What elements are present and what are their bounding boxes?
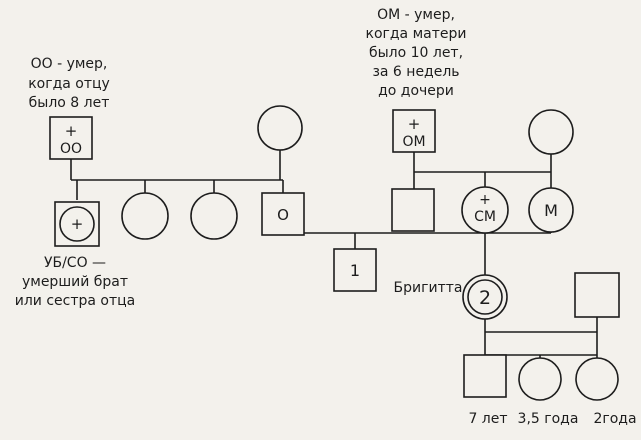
svg-text:умерший брат: умерший брат (22, 274, 128, 290)
deceased-mark: + (479, 192, 491, 208)
granddaughter-1-age: 3,5 года (518, 411, 579, 427)
deceased-sibling-of-father: + (54, 201, 100, 247)
paternal-grandfather: + ОО (49, 116, 93, 160)
svg-text:когда отцу: когда отцу (28, 76, 110, 92)
note-om: ОМ - умер, когда матери было 10 лет, за … (366, 7, 467, 99)
granddaughter-1 (518, 357, 562, 401)
svg-text:УБ/СО —: УБ/СО — (44, 255, 106, 271)
mother: М (528, 187, 574, 233)
svg-text:ОО - умер,: ОО - умер, (31, 56, 108, 72)
sister-of-mother-label: СМ (474, 209, 496, 225)
svg-text:ОМ - умер,: ОМ - умер, (377, 7, 455, 23)
svg-text:было 10 лет,: было 10 лет, (369, 45, 463, 61)
deceased-mark: + (71, 215, 84, 233)
svg-text:или сестра отца: или сестра отца (15, 293, 136, 309)
grandson-age: 7 лет (468, 411, 507, 427)
svg-text:до дочери: до дочери (378, 83, 454, 99)
granddaughter-2 (575, 357, 619, 401)
deceased-mark: + (65, 122, 78, 140)
maternal-grandfather-label: ОМ (402, 134, 425, 150)
paternal-grandmother (257, 105, 303, 151)
svg-text:было 8 лет: было 8 лет (29, 95, 110, 111)
child-1-label: 1 (350, 261, 360, 280)
note-oo: ОО - умер, когда отцу было 8 лет (28, 56, 110, 111)
brigitta-label: 2 (479, 287, 491, 309)
maternal-uncle (391, 188, 435, 232)
deceased-mark: + (408, 115, 421, 133)
paternal-aunt-1 (121, 192, 169, 240)
brigitta-name: Бригитта (394, 280, 463, 296)
svg-text:когда матери: когда матери (366, 26, 467, 42)
mother-label: М (544, 201, 558, 220)
brigitta-partner (574, 272, 620, 318)
father: О (261, 192, 305, 236)
paternal-aunt-2 (190, 192, 238, 240)
deceased-sister-of-mother: + СМ (461, 186, 509, 234)
granddaughter-2-age: 2года (593, 411, 636, 427)
grandson (463, 354, 507, 398)
brigitta: 2 (462, 274, 508, 320)
father-label: О (277, 206, 289, 224)
svg-text:за 6 недель: за 6 недель (372, 64, 459, 80)
maternal-grandmother (528, 109, 574, 155)
maternal-grandfather: + ОМ (392, 109, 436, 153)
note-ub: УБ/СО — умерший брат или сестра отца (15, 255, 136, 309)
child-1: 1 (333, 248, 377, 292)
paternal-grandfather-label: ОО (60, 141, 82, 157)
